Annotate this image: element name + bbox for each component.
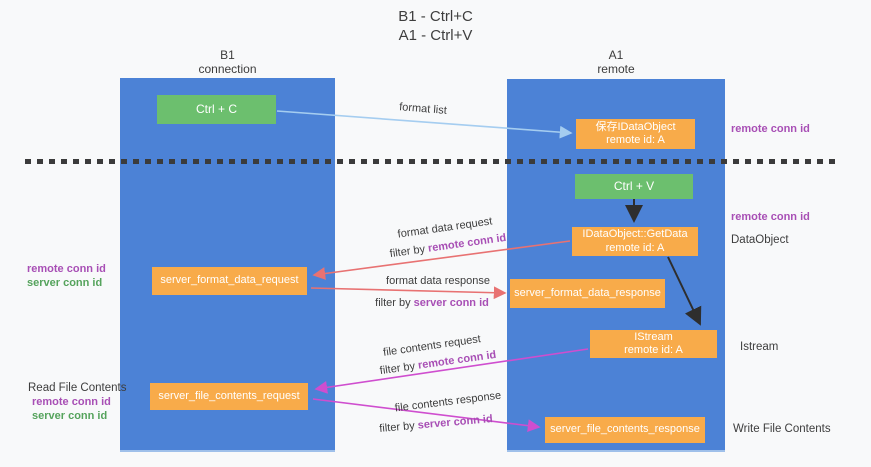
filter-prefix-text: filter by [379, 359, 419, 378]
lane-header-b1: B1 connection [120, 48, 335, 76]
server-file-contents-request-label: server_file_contents_request [158, 389, 300, 402]
diagram-title: B1 - Ctrl+C A1 - Ctrl+V [0, 7, 871, 45]
arrow-format-data-response [310, 286, 507, 300]
filter-prefix-text: filter by [389, 242, 429, 261]
title-line-2: A1 - Ctrl+V [398, 27, 473, 44]
left-file-server-conn-id: server conn id [32, 410, 108, 422]
getdata-box: IDataObject::GetData remote id: A [572, 227, 698, 256]
filter-id-text: server conn id [413, 297, 489, 309]
lane-header-a1: A1 remote [507, 48, 725, 76]
right-remote-conn-id-top: remote conn id [731, 123, 810, 135]
filter-id-text: remote conn id [427, 231, 507, 255]
server-format-data-request-box: server_format_data_request [152, 267, 307, 295]
filter-prefix-text: filter by [378, 419, 419, 435]
filter-prefix-text: filter by [375, 297, 414, 309]
save-idataobject-box: 保存IDataObject remote id: A [576, 119, 695, 149]
label-filter-file-response: filter by server conn id [379, 413, 493, 435]
file-contents-response-text: file contents response [394, 389, 502, 415]
read-file-contents-label: Read File Contents [28, 382, 127, 394]
format-data-response-text: format data response [386, 275, 490, 287]
server-file-contents-response-box: server_file_contents_response [545, 417, 705, 443]
lane-a1-subtitle: remote [597, 62, 635, 76]
save-idataobject-line1: 保存IDataObject [595, 120, 676, 133]
istream-line1: IStream [634, 330, 673, 343]
right-remote-conn-id-mid: remote conn id [731, 211, 810, 223]
label-format-data-response: format data response [386, 275, 490, 287]
label-file-contents-response: file contents response [394, 390, 502, 415]
istream-line2: remote id: A [624, 344, 683, 356]
ctrl-v-label: Ctrl + V [613, 178, 655, 193]
right-write-file-contents-label: Write File Contents [733, 423, 831, 435]
right-dataobject-label: DataObject [731, 234, 789, 246]
format-list-text: format list [398, 101, 448, 117]
label-format-list: format list [399, 101, 447, 117]
server-format-data-response-box: server_format_data_response [510, 279, 665, 308]
server-format-data-request-label: server_format_data_request [160, 274, 299, 287]
server-file-contents-response-label: server_file_contents_response [550, 423, 700, 436]
server-file-contents-request-box: server_file_contents_request [150, 383, 308, 410]
left-format-server-conn-id: server conn id [27, 277, 103, 289]
left-file-ids: Read File Contents remote conn id server… [28, 381, 126, 423]
getdata-line2: remote id: A [605, 241, 665, 254]
label-filter-format-response: filter by server conn id [375, 297, 489, 309]
ctrl-v-box: Ctrl + V [575, 174, 693, 199]
right-istream-label: Istream [740, 341, 779, 353]
ctrl-c-label: Ctrl + C [195, 101, 237, 116]
left-file-remote-conn-id: remote conn id [32, 396, 111, 408]
lane-b1-subtitle: connection [198, 62, 257, 76]
dashed-separator [25, 159, 838, 164]
getdata-line1: IDataObject::GetData [582, 228, 688, 240]
left-format-ids: remote conn id server conn id [27, 262, 106, 290]
lane-b1-title: B1 [220, 48, 235, 62]
lane-a1-title: A1 [608, 48, 624, 62]
server-format-data-response-label: server_format_data_response [514, 286, 661, 299]
save-idataobject-line2: remote id: A [606, 134, 665, 146]
istream-box: IStream remote id: A [590, 330, 717, 358]
filter-id-text: server conn id [417, 413, 494, 432]
left-format-remote-conn-id: remote conn id [27, 263, 106, 275]
title-line-1: B1 - Ctrl+C [398, 8, 473, 25]
ctrl-c-box: Ctrl + C [157, 95, 276, 124]
